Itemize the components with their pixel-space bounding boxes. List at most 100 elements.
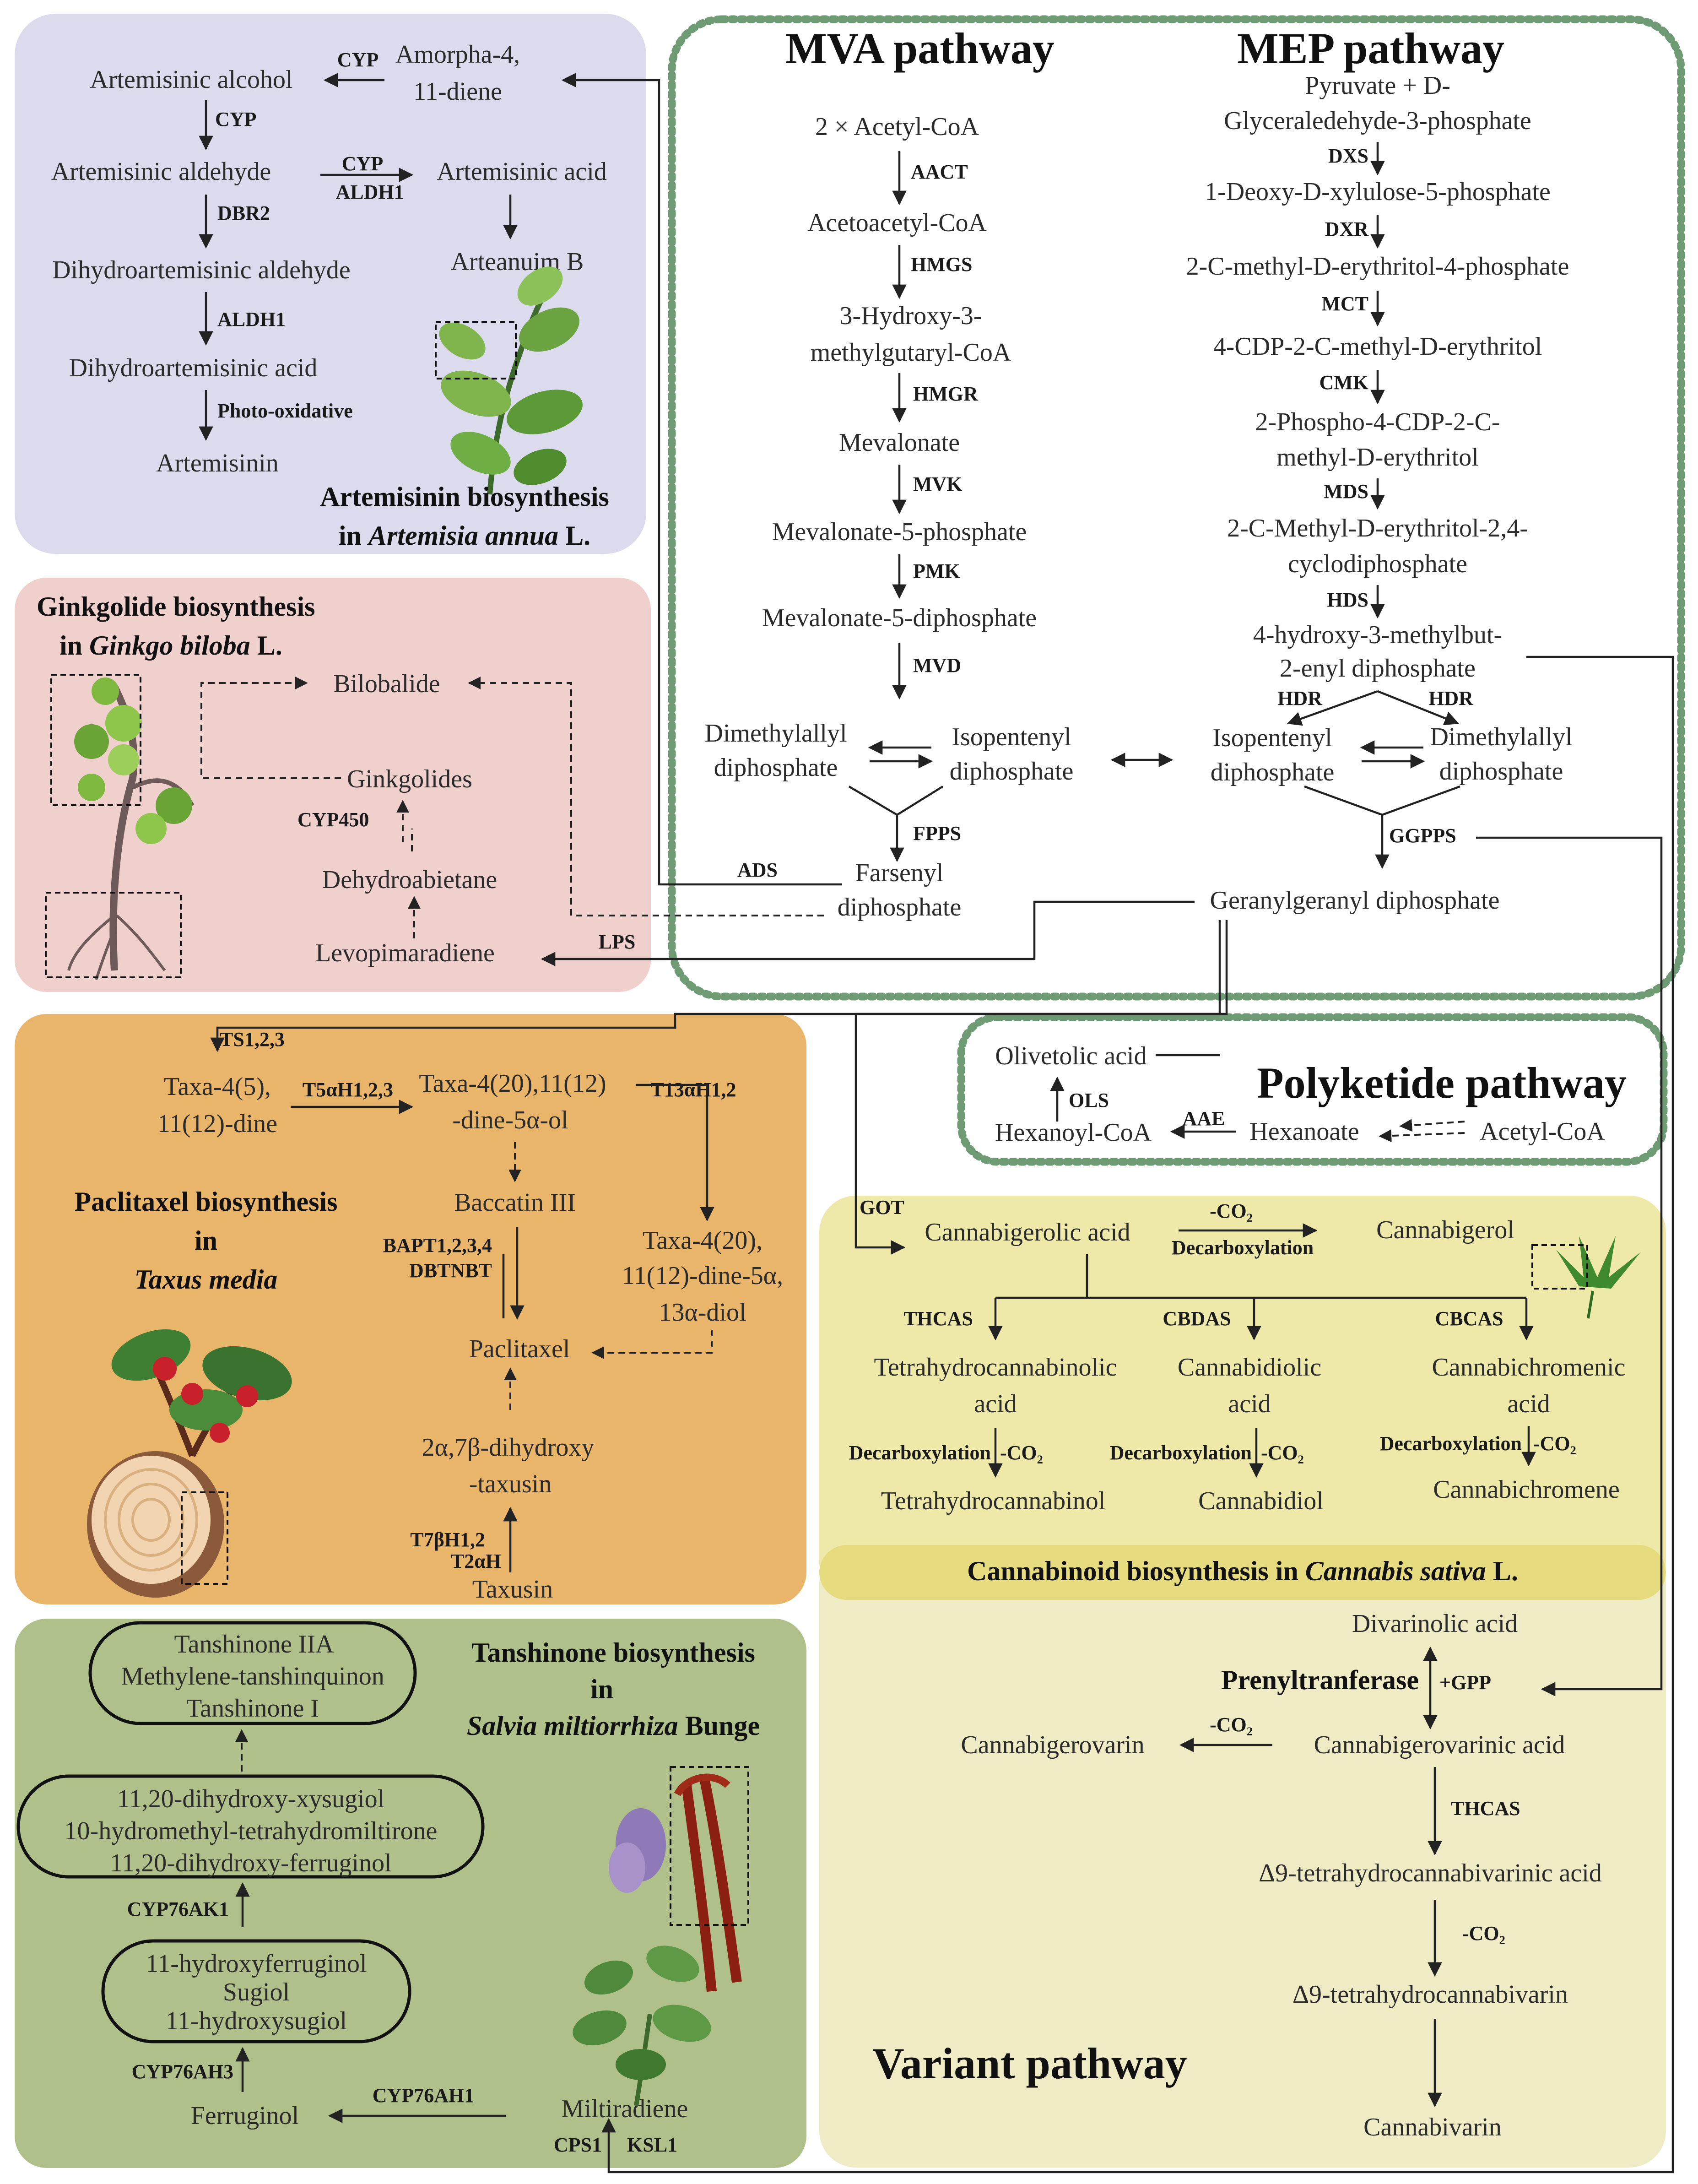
dihydroxy-ferruginol: 11,20-dihydroxy-ferruginol	[110, 1849, 391, 1877]
salvia-plant-illustration	[573, 1773, 742, 2106]
salvia-title-line3: Salvia miltiorrhiza Bunge	[467, 1711, 760, 1741]
cbc: Cannabichromene	[1433, 1475, 1619, 1504]
cdp-mep-line2: methyl-D-erythritol	[1276, 443, 1479, 471]
enzyme-cyp76ah1: CYP76AH1	[373, 2084, 474, 2107]
ginkgo-title-line1: Ginkgolide biosynthesis	[37, 591, 315, 622]
dihydroxy-taxusin-line1: 2α,7β-dihydroxy	[422, 1433, 595, 1462]
enzyme-hds: HDS	[1327, 589, 1368, 611]
mep-compound: 2-C-methyl-D-erythritol-4-phosphate	[1186, 252, 1569, 281]
enzyme-cyp-3: CYP	[342, 152, 383, 175]
methylene-tanshinquinon: Methylene-tanshinquinon	[121, 1662, 384, 1691]
enzyme-aae: AAE	[1183, 1107, 1225, 1130]
cbca-line2: acid	[1507, 1390, 1550, 1418]
mevalonate-5-diphosphate: Mevalonate-5-diphosphate	[762, 604, 1037, 632]
enzyme-hdr-right: HDR	[1428, 687, 1474, 710]
enzyme-aldh1-a: ALDH1	[335, 181, 404, 203]
sugiol: Sugiol	[223, 1978, 290, 2006]
cannabivarin: Cannabivarin	[1363, 2113, 1502, 2141]
enzyme-fpps: FPPS	[913, 822, 961, 845]
pyruvate-line2: Glyceraledehyde-3-phosphate	[1224, 107, 1531, 135]
mecpp-line1: 2-C-Methyl-D-erythritol-2,4-	[1227, 514, 1528, 542]
artemisinin-title-line1: Artemisinin biosynthesis	[320, 482, 609, 512]
taxa-45-line1: Taxa-4(5),	[164, 1073, 271, 1101]
olivetolic-acid: Olivetolic acid	[995, 1042, 1146, 1070]
variant-title: Variant pathway	[872, 2039, 1187, 2088]
enzyme-lps: LPS	[599, 931, 636, 953]
amorpha-diene-line2: 11-diene	[413, 77, 502, 106]
enzyme-dxs: DXS	[1328, 145, 1368, 167]
mva-ipp-line2: diphosphate	[950, 757, 1074, 786]
mep-dmapp-line2: diphosphate	[1439, 757, 1563, 786]
mevalonate-5-phosphate: Mevalonate-5-phosphate	[772, 518, 1027, 546]
mva-ipp-line1: Isopentenyl	[952, 723, 1071, 751]
mva-mep-frame	[668, 15, 1685, 1001]
tanshinone-group-1	[88, 1621, 417, 1725]
dihydroartemisinic-acid: Dihydroartemisinic acid	[69, 354, 318, 382]
mva-dmapp-line2: diphosphate	[714, 753, 838, 782]
artemisinin-panel	[15, 14, 646, 554]
co2-2: -CO₂	[1261, 1442, 1304, 1464]
amorpha-diene-line1: Amorpha-4,	[395, 40, 520, 69]
arteannuin-b: Arteanuim B	[451, 248, 584, 276]
taxa-diol-line1: Taxa-4(20),	[643, 1226, 762, 1255]
hydroxysugiol: 11-hydroxysugiol	[166, 2007, 347, 2035]
mep-dmapp-line1: Dimethylallyl	[1430, 723, 1572, 751]
cannabigerovarinic-acid: Cannabigerovarinic acid	[1314, 1731, 1565, 1759]
enzyme-photo-oxidative: Photo-oxidative	[217, 400, 353, 422]
cannabigerovarin: Cannabigerovarin	[961, 1731, 1144, 1759]
mep-ipp-line1: Isopentenyl	[1212, 724, 1332, 752]
decarboxylation-1: Decarboxylation	[849, 1442, 991, 1464]
co2-1: -CO₂	[1000, 1442, 1043, 1464]
artemisinin: Artemisinin	[156, 449, 279, 477]
enzyme-t7bh: T7βH1,2	[410, 1528, 485, 1551]
cannabigerolic-acid: Cannabigerolic acid	[925, 1218, 1130, 1246]
taxusin: Taxusin	[472, 1575, 553, 1604]
ginkgolides: Ginkgolides	[347, 765, 472, 793]
enzyme-mvd: MVD	[913, 654, 961, 677]
baccatin-iii: Baccatin III	[454, 1188, 576, 1217]
co2-top: -CO₂	[1210, 1200, 1253, 1222]
taxa-diol-line2: 11(12)-dine-5α,	[622, 1262, 783, 1290]
enzyme-dbr2: DBR2	[217, 202, 270, 224]
ggpp: Geranylgeranyl diphosphate	[1210, 886, 1500, 915]
enzyme-hmgr: HMGR	[913, 383, 979, 405]
cannabis-leaf-illustration	[1556, 1236, 1641, 1319]
enzyme-mvk: MVK	[913, 473, 963, 495]
dehydroabietane: Dehydroabietane	[322, 866, 497, 894]
enzyme-mds: MDS	[1324, 480, 1368, 503]
enzyme-dxr: DXR	[1325, 218, 1369, 240]
thcv: Δ9-tetrahydrocannabivarin	[1292, 1980, 1568, 2009]
artemisia-plant-illustration	[439, 266, 583, 495]
enzyme-cyp-2: CYP	[215, 108, 256, 130]
enzyme-ads: ADS	[737, 859, 778, 881]
taxa-420-line2: -dine-5α-ol	[452, 1106, 568, 1134]
enzyme-mct: MCT	[1321, 293, 1368, 315]
decarboxylation-3: Decarboxylation	[1380, 1432, 1522, 1455]
co2-variant-b: -CO₂	[1462, 1922, 1505, 1945]
salvia-title-line2: in	[590, 1674, 613, 1704]
enzyme-cyp76ah3: CYP76AH3	[132, 2060, 233, 2083]
tanshinone-group-3	[101, 1939, 411, 2043]
hmg-coa-line1: 3-Hydroxy-3-	[839, 302, 982, 330]
thca-line1: Tetrahydrocannabinolic	[874, 1353, 1117, 1382]
enzyme-ols: OLS	[1069, 1089, 1109, 1111]
ginkgo-title-line2: in Ginkgo biloba L.	[59, 630, 282, 661]
dihydroxy-xysugiol: 11,20-dihydroxy-xysugiol	[117, 1785, 384, 1813]
mevalonate: Mevalonate	[839, 428, 960, 457]
enzyme-aact: AACT	[911, 161, 968, 183]
cannabis-title-band	[819, 1545, 1666, 1600]
decarboxylation-2: Decarboxylation	[1110, 1442, 1252, 1464]
thca-line2: acid	[974, 1390, 1017, 1418]
enzyme-ts: TS1,2,3	[220, 1028, 285, 1051]
cannabis-title: Cannabinoid biosynthesis in Cannabis sat…	[967, 1556, 1518, 1586]
artemisinic-aldehyde: Artemisinic aldehyde	[51, 157, 271, 186]
ginkgo-plant-illustration	[67, 677, 195, 980]
cannabis-highlight-box	[1531, 1244, 1588, 1290]
polyketide-frame	[957, 1013, 1668, 1166]
tanshinone-group-2	[16, 1774, 485, 1879]
fpp-line1: Farsenyl	[855, 859, 944, 887]
mva-acetyl-coa: 2 × Acetyl-CoA	[815, 113, 979, 141]
tanshinone-i: Tanshinone I	[186, 1694, 319, 1723]
mva-dmapp-line1: Dimethylallyl	[704, 719, 847, 748]
